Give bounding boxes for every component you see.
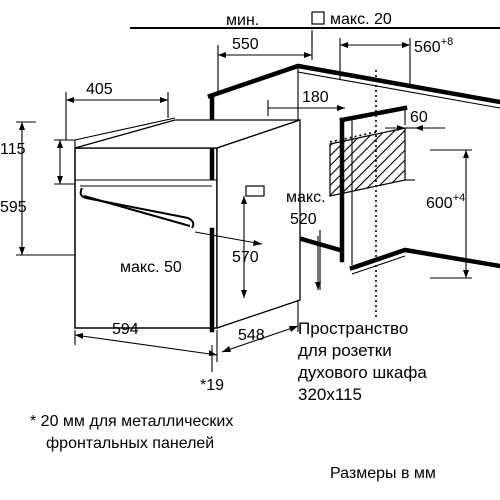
- cabinet-outline: [130, 27, 500, 333]
- label-max20: макс. 20: [330, 11, 392, 28]
- dim-600-arrow-bottom: [463, 270, 469, 278]
- oven-front-face: [74, 147, 218, 329]
- dim-405-arrow-left: [66, 97, 74, 103]
- units-note: Размеры в мм: [330, 465, 436, 482]
- door-handle-bar: [83, 195, 191, 227]
- label-595: 595: [0, 199, 27, 216]
- cabinet-right-top: [339, 105, 408, 123]
- label-60: 60: [410, 109, 428, 126]
- socket-text-line-3: духового шкафа: [298, 363, 427, 382]
- dim-560-arrow-right: [402, 42, 410, 48]
- dim-548-line: [221, 325, 299, 353]
- socket-text-line-4: 320x115: [298, 385, 362, 404]
- dim-570-arrow-bottom: [241, 290, 247, 298]
- footnote-line-2: фронтальных панелей: [46, 435, 214, 452]
- label-594: 594: [112, 321, 139, 338]
- label-19: *19: [200, 377, 224, 394]
- dim-595-arrow-top: [19, 122, 25, 130]
- label-115: 115: [0, 141, 26, 158]
- dim-115-arrow-top: [57, 140, 63, 148]
- oven-top-back-edge: [74, 117, 176, 141]
- label-520: 520: [290, 211, 317, 228]
- label-570: 570: [232, 249, 259, 266]
- label-548: 548: [238, 327, 265, 344]
- dimension-labels: мин. 550 макс. 20 560+8 405 180 60 115 5…: [0, 11, 465, 394]
- oven-bottom-rail: [216, 322, 233, 329]
- dim-550-arrow-right: [304, 52, 312, 58]
- square-icon: [311, 11, 325, 25]
- socket-text-line-2: для розетки: [298, 341, 392, 360]
- label-180: 180: [302, 89, 329, 106]
- dimension-lines: [16, 30, 472, 372]
- dim-594-arrow-right: [209, 350, 217, 356]
- label-min: мин.: [226, 12, 259, 29]
- dim-520-arrow: [315, 282, 321, 290]
- dim-594-line: [74, 334, 218, 356]
- door-handle: [79, 187, 195, 229]
- dim-548-arrow-right: [289, 326, 298, 332]
- socket-text-line-1: Пространство: [298, 319, 408, 338]
- dim-60-arrow-left: [397, 125, 405, 131]
- dim-max50-arrow: [253, 240, 262, 246]
- label-600: 600+4: [426, 192, 465, 212]
- label-405: 405: [86, 81, 113, 98]
- socket-description: Пространство для розетки духового шкафа …: [298, 319, 427, 404]
- dim-595-arrow-bottom: [19, 247, 25, 255]
- dim-594-arrow-left: [75, 333, 83, 339]
- countertop-slab: [207, 63, 500, 105]
- dim-405-arrow-right: [160, 97, 168, 103]
- oven-side-panel: [216, 119, 301, 329]
- dim-60-arrow-right: [415, 125, 423, 131]
- footnote-line-1: * 20 мм для металлических: [30, 413, 233, 430]
- dim-600-arrow-top: [463, 150, 469, 158]
- dim-550-arrow-left: [218, 52, 226, 58]
- label-560: 560+8: [414, 36, 453, 56]
- dim-560-arrow-left: [340, 42, 348, 48]
- shelf-left: [295, 235, 343, 253]
- label-max50: макс. 50: [120, 259, 182, 276]
- side-bracket: [245, 185, 265, 197]
- dim-max50-line: [194, 231, 263, 245]
- dim-548-arrow-left: [222, 346, 231, 352]
- shelf-right: [349, 247, 500, 271]
- dim-115-arrow-bottom: [57, 176, 63, 184]
- shelf-right-underside: [351, 255, 406, 275]
- label-550: 550: [232, 36, 259, 53]
- dim-180-arrow: [337, 105, 345, 111]
- footnote: * 20 мм для металлических фронтальных па…: [30, 413, 233, 452]
- dim-570-arrow-top: [241, 196, 247, 204]
- label-max520: макс.: [286, 189, 326, 206]
- oven-body: [74, 117, 301, 329]
